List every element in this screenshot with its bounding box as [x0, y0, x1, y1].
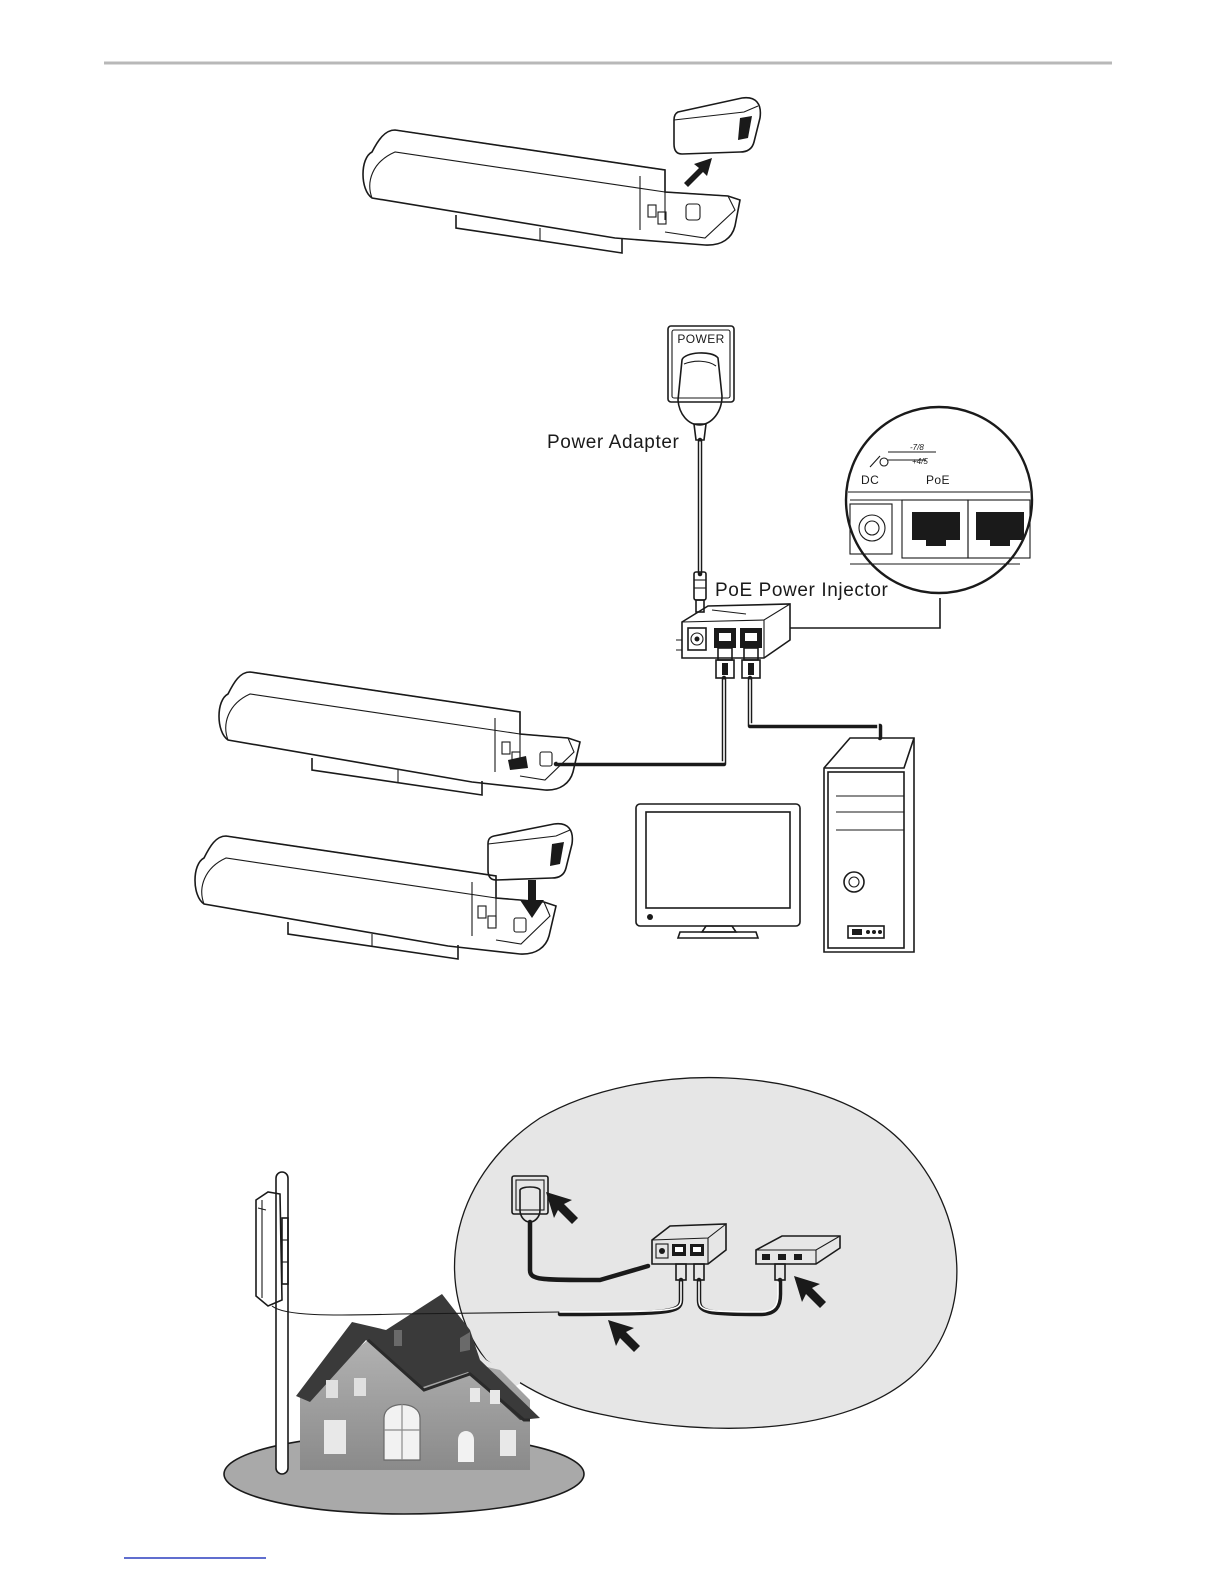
polarity-top-label: -7/8	[910, 443, 924, 452]
power-wall-socket: POWER	[668, 326, 734, 402]
power-adapter	[678, 353, 722, 440]
up-arrow-icon	[684, 158, 712, 187]
poe-port-label: PoE	[926, 473, 950, 487]
dc-port-label: DC	[861, 473, 879, 487]
power-adapter-label: Power Adapter	[547, 432, 680, 453]
pc-tower	[824, 738, 914, 952]
monitor	[636, 804, 800, 938]
polarity-bottom-label: +4/5	[912, 457, 928, 466]
poe-injector-label: PoE Power Injector	[715, 580, 889, 601]
cpe-unit-connected	[219, 672, 580, 795]
cpe-cover-removed	[674, 98, 760, 154]
rj45-plug-right	[742, 648, 760, 678]
cpe-unit-reinstall-cover	[195, 836, 556, 959]
dc-plug	[694, 572, 706, 612]
poe-power-injector	[676, 604, 790, 658]
power-socket-label: POWER	[677, 332, 724, 346]
cpe-remove-cover	[363, 130, 740, 253]
cpe-cover-install	[488, 824, 572, 880]
injector-port-zoom: -7/8 +4/5 DC PoE	[846, 407, 1032, 593]
rj45-plug-left	[716, 648, 734, 678]
down-arrow-icon	[520, 880, 544, 918]
